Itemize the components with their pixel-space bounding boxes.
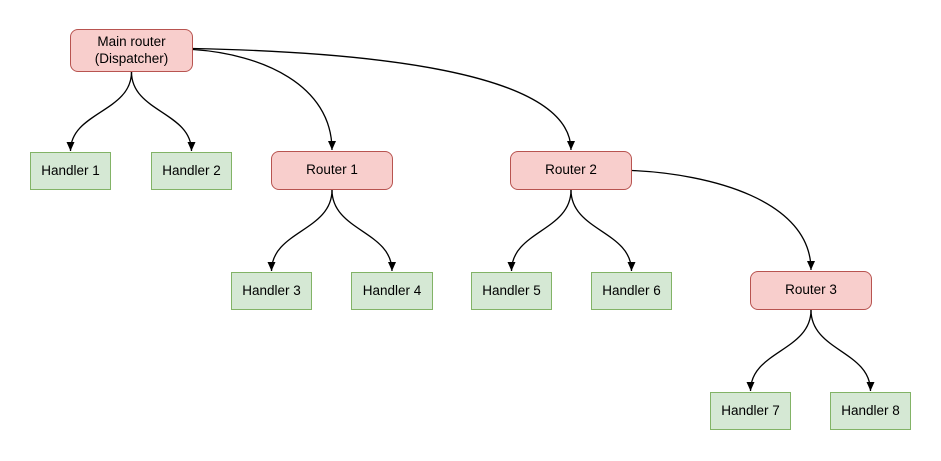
edge-main-router-to-handler-1 — [66, 71, 133, 152]
node-router-1: Router 1 — [271, 151, 393, 190]
node-handler-4: Handler 4 — [351, 272, 433, 310]
node-handler-8-label: Handler 8 — [841, 402, 900, 418]
node-handler-4-label: Handler 4 — [362, 282, 422, 298]
node-router-3-label: Router 3 — [785, 282, 837, 298]
node-handler-3-label: Handler 3 — [242, 282, 301, 298]
edge-main-router-to-handler-2 — [130, 71, 196, 152]
node-handler-6: Handler 6 — [591, 272, 672, 310]
edge-router-2-to-handler-6 — [570, 189, 636, 272]
node-handler-7-label: Handler 7 — [721, 402, 780, 418]
node-router-3: Router 3 — [750, 271, 872, 310]
edge-main-router-to-router-2 — [192, 47, 575, 151]
edge-router-1-to-handler-3 — [267, 189, 333, 272]
node-main-router: Main router (Dispatcher) — [70, 29, 193, 72]
edge-router-2-to-router-3 — [631, 169, 815, 271]
node-handler-1: Handler 1 — [30, 152, 111, 190]
node-router-2: Router 2 — [510, 151, 632, 190]
edge-router-2-to-handler-5 — [507, 189, 572, 272]
node-main-router-label: Main router — [97, 33, 166, 49]
node-main-router-sublabel: (Dispatcher) — [94, 50, 169, 66]
node-handler-5-label: Handler 5 — [482, 282, 541, 298]
node-handler-3: Handler 3 — [231, 272, 312, 310]
node-handler-7: Handler 7 — [710, 392, 791, 430]
node-handler-2: Handler 2 — [151, 152, 232, 190]
node-handler-5: Handler 5 — [471, 272, 552, 310]
edge-main-router-to-router-1 — [192, 48, 336, 151]
node-handler-8: Handler 8 — [830, 392, 911, 430]
node-handler-1-label: Handler 1 — [41, 162, 100, 178]
edge-router-3-to-handler-7 — [746, 309, 812, 392]
node-router-2-label: Router 2 — [545, 162, 597, 178]
edge-router-1-to-handler-4 — [331, 189, 396, 272]
edge-router-3-to-handler-8 — [810, 309, 875, 392]
node-handler-6-label: Handler 6 — [602, 282, 661, 298]
node-router-1-label: Router 1 — [306, 162, 358, 178]
node-handler-2-label: Handler 2 — [162, 162, 221, 178]
